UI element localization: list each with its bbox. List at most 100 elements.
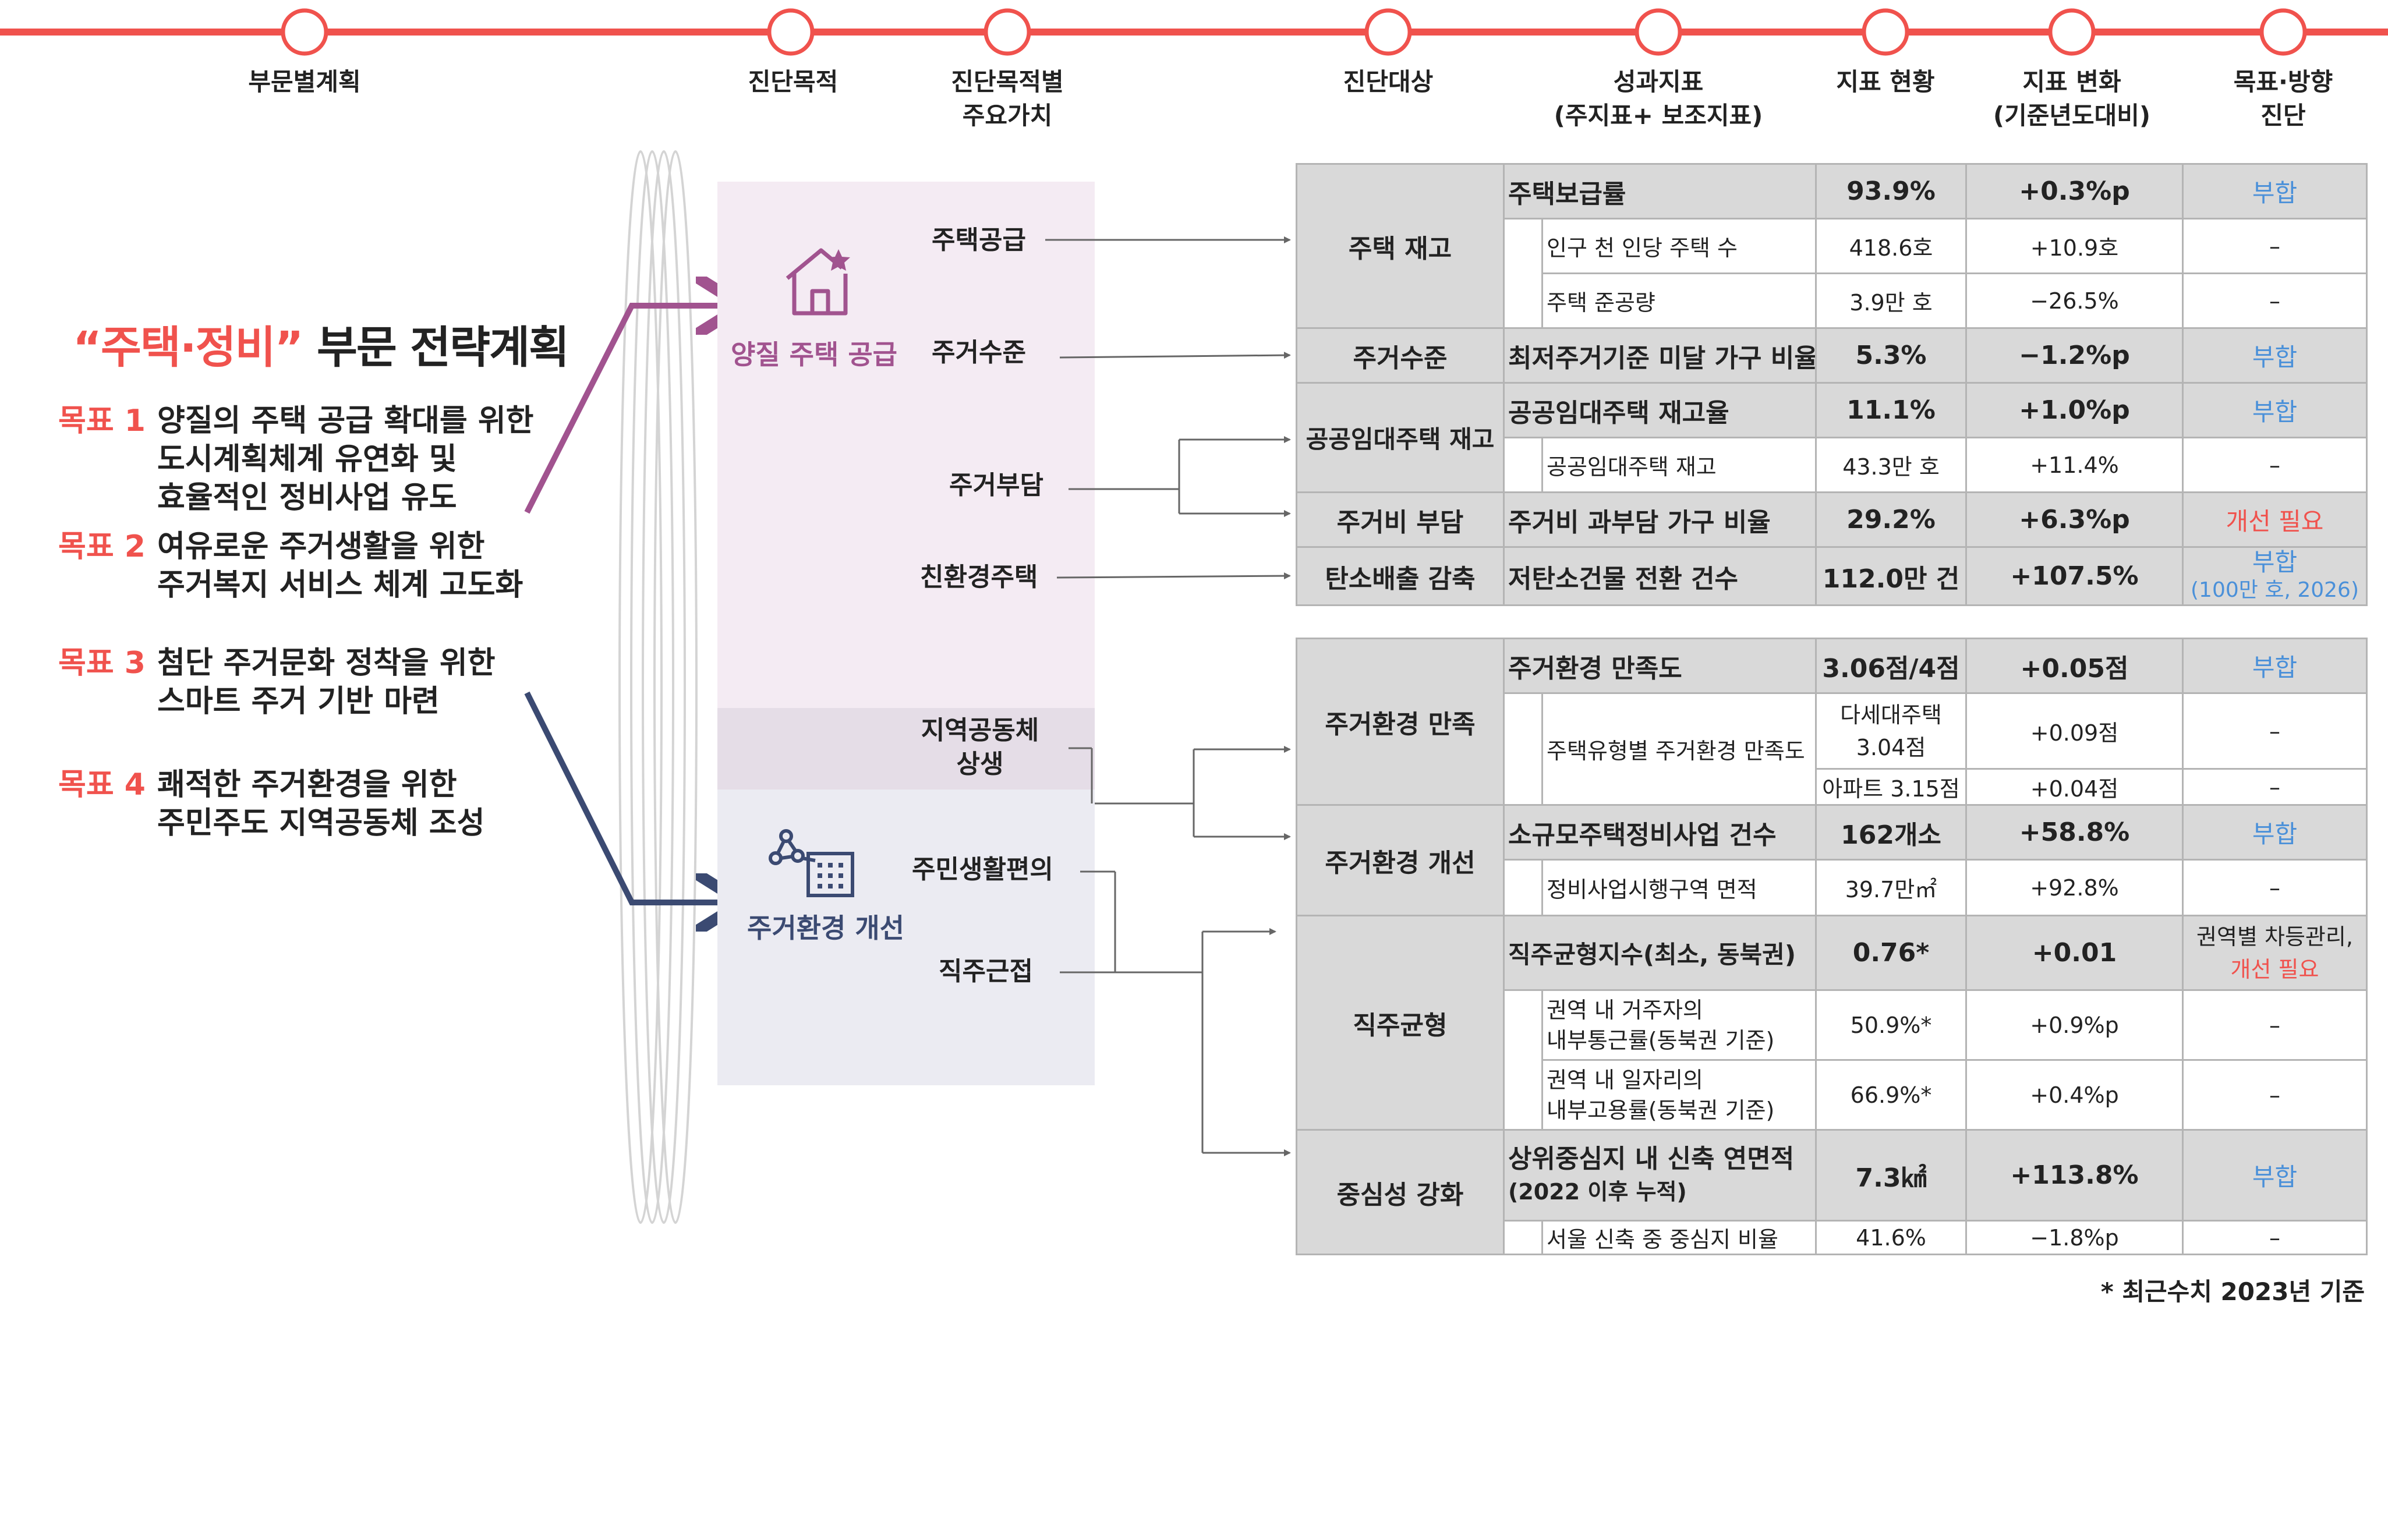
indicator-sub: 주택 준공량 [1541, 272, 1817, 329]
change-value: +107.5% [1965, 546, 2184, 606]
timeline-node-target [1364, 8, 1412, 56]
value-housing-burden: 주거부담 [949, 470, 1043, 500]
table-row: 주거수준 최저주거기준 미달 가구 비율 5.3% −1.2%p 부합 [1296, 327, 2368, 384]
table-row: 서울 신축 중 중심지 비율 41.6% −1.8%p – [1297, 1220, 2368, 1255]
status-value: 7.3㎢ [1815, 1129, 1967, 1222]
arrow-purple [524, 306, 731, 514]
status-value: 93.9% [1815, 163, 1967, 220]
indicator-line-2: 내부고용률(동북권 기준) [1547, 1097, 1775, 1123]
panel-band [717, 708, 1095, 790]
table-row: 탄소배출 감축 저탄소건물 전환 건수 112.0만 건 +107.5% 부합 … [1296, 546, 2368, 606]
change-value: −1.8%p [1965, 1220, 2184, 1255]
direction-line-2: (100만 호, 2026) [2191, 578, 2359, 602]
indent-cell [1503, 437, 1543, 493]
timeline-node-value [983, 8, 1031, 56]
status-value: 11.1% [1815, 382, 1967, 438]
table-row: 권역 내 일자리의 내부고용률(동북권 기준) 66.9%* +0.4%p – [1297, 1059, 2368, 1131]
direction-value: – [2182, 768, 2368, 806]
direction-badge: 부합 [2182, 382, 2368, 438]
indicator-line-1: 권역 내 일자리의 [1547, 1067, 1703, 1093]
table-row: 중심성 강화 상위중심지 내 신축 연면적 (2022 이후 누적) 7.3㎢ … [1296, 1129, 2368, 1255]
value-eco-housing: 친환경주택 [920, 562, 1038, 592]
indicator-table-1: 주택 재고 주택보급률 93.9% +0.3%p 부합 인구 천 인당 주택 수… [1296, 163, 2368, 606]
table-row: 정비사업시행구역 면적 39.7만㎡ +92.8% – [1297, 859, 2368, 916]
target-balance: 직주균형 [1296, 915, 1505, 1131]
indicator-main: 저탄소건물 전환 건수 [1503, 546, 1817, 606]
change-value: +0.09점 [1965, 692, 2184, 770]
timeline-node-change [2048, 8, 2096, 56]
status-value: 66.9%* [1815, 1059, 1967, 1131]
status-value: 112.0만 건 [1815, 546, 1967, 606]
indicator-sub: 권역 내 거주자의 내부통근률(동북권 기준) [1541, 989, 1817, 1061]
table-row: 직주균형 직주균형지수(최소, 동북권) 0.76* +0.01 권역별 차등관… [1296, 915, 2368, 1131]
status-value: 다세대주택 3.04점 [1815, 692, 1967, 770]
indicator-sub: 인구 천 인당 주택 수 [1541, 218, 1817, 274]
timeline-node-plan [281, 8, 328, 56]
indicator-sub: 정비사업시행구역 면적 [1541, 859, 1817, 916]
direction-badge: 부합 [2182, 327, 2368, 384]
status-value: 41.6% [1815, 1220, 1967, 1255]
status-value: 3.06점/4점 [1815, 638, 1967, 694]
direction-badge: 부합 (100만 호, 2026) [2182, 546, 2368, 606]
indicator-sub: 공공임대주택 재고 [1541, 437, 1817, 493]
indicator-sub: 서울 신축 중 중심지 비율 [1541, 1220, 1817, 1255]
change-value: +0.04점 [1965, 768, 2184, 806]
change-value: +11.4% [1965, 437, 2184, 493]
status-value: 29.2% [1815, 491, 1967, 548]
indent-cell [1503, 989, 1543, 1131]
direction-badge: 부합 [2182, 638, 2368, 694]
change-value: +0.05점 [1965, 638, 2184, 694]
direction-value: – [2182, 272, 2368, 329]
target-improvement: 주거환경 개선 [1296, 804, 1505, 916]
table-row: 아파트 3.15점 +0.04점 – [1297, 768, 2368, 806]
building-network-icon [769, 829, 854, 897]
indicator-main: 상위중심지 내 신축 연면적 (2022 이후 누적) [1503, 1129, 1817, 1222]
direction-value: – [2182, 989, 2368, 1061]
indicator-line-2: 내부통근률(동북권 기준) [1547, 1027, 1775, 1053]
timeline-node-status [1862, 8, 1909, 56]
header-plan: 부문별계획 [248, 68, 361, 96]
indicator-main: 주택보급률 [1503, 163, 1817, 220]
status-line-1: 다세대주택 [1840, 702, 1942, 728]
house-icon [786, 248, 850, 316]
target-public-rental: 공공임대주택 재고 [1296, 382, 1505, 493]
table-row: 인구 천 인당 주택 수 418.6호 +10.9호 – [1297, 218, 2368, 329]
header-purpose: 진단목적 [748, 68, 839, 96]
indicator-main: 주거환경 만족도 [1503, 638, 1817, 694]
table-row: 권역 내 거주자의 내부통근률(동북권 기준) 50.9%* +0.9%p – [1297, 989, 2368, 1131]
change-value: +92.8% [1965, 859, 2184, 916]
indicator-main: 공공임대주택 재고율 [1503, 382, 1817, 438]
table-row: 주거환경 개선 소규모주택정비사업 건수 162개소 +58.8% 부합 [1296, 804, 2368, 916]
indicator-line-1: 상위중심지 내 신축 연면적 [1508, 1144, 1795, 1174]
timeline [0, 8, 2388, 56]
table-row: 공공임대주택 재고 43.3만 호 +11.4% – [1297, 437, 2368, 493]
indent-cell [1503, 692, 1543, 806]
timeline-node-indicator [1635, 8, 1682, 56]
direction-value: – [2182, 1220, 2368, 1255]
value-job-housing: 직주근접 [939, 957, 1033, 986]
purpose-environment: 주거환경 개선 [747, 912, 904, 944]
table-row: 주택 준공량 3.9만 호 −26.5% – [1297, 272, 2368, 329]
value-housing-supply: 주택공급 [932, 225, 1026, 255]
purpose-quality-housing: 양질 주택 공급 [731, 339, 897, 370]
direction-badge: 개선 필요 [2182, 491, 2368, 548]
indicator-main: 직주균형지수(최소, 동북권) [1503, 915, 1817, 991]
indicator-line-2: (2022 이후 누적) [1508, 1178, 1687, 1205]
change-value: +10.9호 [1965, 218, 2184, 274]
direction-line-1: 권역별 차등관리, [2196, 923, 2353, 950]
status-line-2: 3.04점 [1856, 734, 1926, 760]
direction-badge: 부합 [2182, 804, 2368, 861]
header-indicator: 성과지표(주지표+ 보조지표) [1554, 68, 1763, 130]
direction-value: – [2182, 437, 2368, 493]
change-value: +58.8% [1965, 804, 2184, 861]
direction-value: – [2182, 692, 2368, 770]
change-value: +113.8% [1965, 1129, 2184, 1222]
table-row: 주택유형별 주거환경 만족도 다세대주택 3.04점 +0.09점 – [1297, 692, 2368, 806]
header-change: 지표 변화(기준년도대비) [1993, 68, 2151, 130]
change-value: +6.3%p [1965, 491, 2184, 548]
direction-badge: 부합 [2182, 163, 2368, 220]
arrow-navy [524, 691, 731, 902]
indicator-sub: 주택유형별 주거환경 만족도 [1541, 692, 1817, 806]
